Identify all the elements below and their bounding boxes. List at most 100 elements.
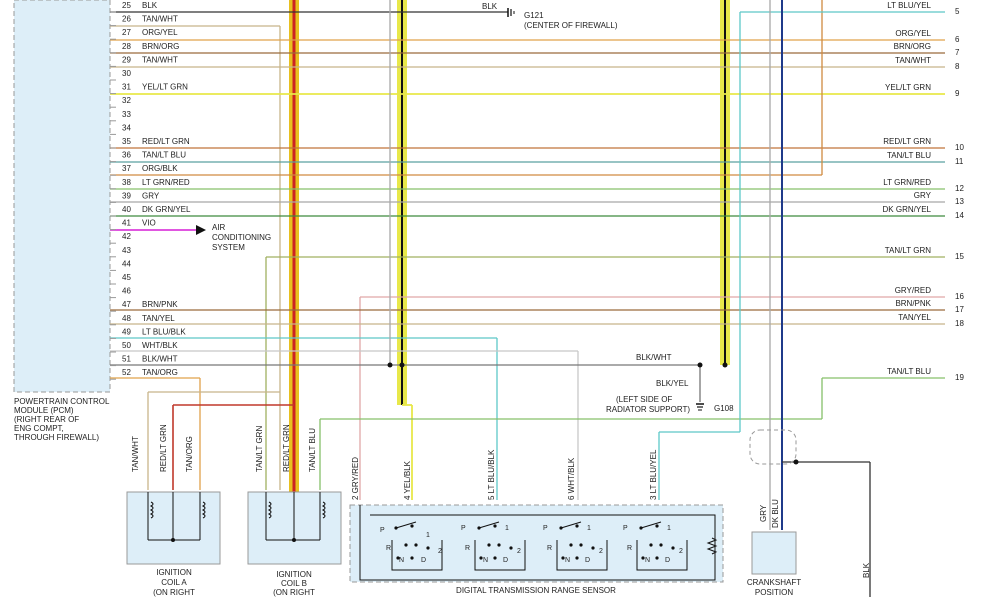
ignition-coil-a: TAN/WHT RED/LT GRN TAN/ORG IGNITION COIL… (126, 424, 221, 597)
pcm-wire-label: LT BLU/BLK (142, 327, 186, 336)
trs-position-label: P (543, 525, 548, 532)
splice-dot (697, 362, 703, 368)
coil-a-name: (ON RIGHT (153, 588, 195, 597)
ac-label-line: AIR (212, 223, 226, 232)
switch-contact-dot (649, 543, 653, 547)
switch-frame (556, 540, 608, 571)
right-wire-label: TAN/WHT (895, 56, 931, 65)
switch-contact-dot (569, 543, 573, 547)
pcm-wire-label: DK GRN/YEL (142, 205, 191, 214)
pcm-pin-number: 34 (122, 123, 131, 132)
pcm-wire-label: YEL/LT GRN (142, 83, 188, 92)
crankshaft-position-sensor: GRY DK BLU CRANKSHAFT POSITION BLK (747, 429, 871, 597)
right-wire-number: 6 (955, 35, 960, 44)
right-wire-number: 18 (955, 319, 964, 328)
pcm-wire-label: GRY (142, 191, 160, 200)
switch-arm (395, 521, 417, 529)
switch-contact-dot (487, 543, 491, 547)
switch-contact-dot (410, 524, 414, 528)
trs-pin-label: 6 WHT/BLK (567, 457, 576, 500)
trs-position-label: 1 (426, 532, 430, 539)
pcm-caption-line: MODULE (PCM) (14, 406, 74, 415)
right-wire-label: YEL/LT GRN (885, 83, 931, 92)
right-wire-label: TAN/YEL (898, 313, 931, 322)
pcm-wire-label: LT GRN/RED (142, 178, 190, 187)
switch-contact-dot (497, 543, 501, 547)
pcm-pin-number: 27 (122, 28, 131, 37)
switch-contact-dot (410, 556, 414, 560)
splice-dot (171, 538, 175, 542)
pcm-pin-number: 45 (122, 273, 131, 282)
switch-contact-dot (493, 524, 497, 528)
right-wire-label: BRN/PNK (895, 299, 931, 308)
right-wire-label: DK GRN/YEL (883, 205, 932, 214)
coil-winding-icon (201, 501, 206, 519)
switch-frame (636, 540, 688, 571)
coil-b-wire-label: TAN/LT GRN (255, 426, 264, 472)
ac-system-label: AIR CONDITIONING SYSTEM (212, 223, 271, 252)
switch-contact-dot (426, 546, 430, 550)
trs-position-label: P (380, 527, 385, 534)
pcm-pin-number: 29 (122, 55, 131, 64)
right-wire-number: 16 (955, 292, 964, 301)
right-wire-number: 13 (955, 197, 964, 206)
trs-position-label: D (585, 557, 590, 564)
switch-arm (560, 521, 582, 529)
pcm-wire-label: BRN/ORG (142, 42, 179, 51)
right-wire-number: 8 (955, 62, 960, 71)
pcm-pin-number: 31 (122, 83, 131, 92)
switch-contact-dot (575, 556, 579, 560)
coil-b-name: (ON RIGHT (273, 588, 315, 597)
right-wire-number: 11 (955, 157, 964, 166)
ckp-wire-label: DK BLU (771, 499, 780, 528)
pcm-pin-number: 35 (122, 137, 131, 146)
ac-label-line: SYSTEM (212, 243, 245, 252)
pcm-caption-line: ENG COMPT, (14, 424, 64, 433)
pcm-pin-number: 33 (122, 110, 131, 119)
trs-position-label: N (483, 557, 488, 564)
g121-label: G121 (524, 11, 544, 20)
right-wire-label: TAN/LT BLU (887, 151, 931, 160)
switch-contact-dot (591, 546, 595, 550)
pcm-pin-number: 40 (122, 205, 131, 214)
right-wire-label: ORG/YEL (895, 29, 931, 38)
switch-contact-dot (671, 546, 675, 550)
g108-wire-label: BLK/YEL (656, 379, 689, 388)
trs-position-label: 2 (599, 548, 603, 555)
trs-position-label: N (399, 557, 404, 564)
trs-position-label: N (565, 557, 570, 564)
trs-position-label: 1 (505, 525, 509, 532)
g108-label: G108 (714, 404, 734, 413)
pcm-pin-number: 49 (122, 327, 131, 336)
pcm-pin-number: 38 (122, 178, 131, 187)
splice-dot (399, 362, 405, 368)
pcm-pin-number: 30 (122, 69, 131, 78)
ckp-name: CRANKSHAFT (747, 578, 801, 587)
right-wire-number: 9 (955, 89, 960, 98)
pcm-wire-label: ORG/BLK (142, 164, 178, 173)
pcm-pin-number: 36 (122, 151, 131, 160)
coil-b-wire-label: TAN/LT BLU (308, 428, 317, 472)
switch-arm (478, 521, 500, 529)
right-wire-number: 14 (955, 211, 964, 220)
splice-dot (793, 459, 799, 465)
pcm-pin-number: 47 (122, 300, 131, 309)
switch-contact-dot (414, 543, 418, 547)
right-wire-label: TAN/LT BLU (887, 367, 931, 376)
g121-location: (CENTER OF FIREWALL) (524, 21, 618, 30)
switch-contact-dot (396, 556, 400, 560)
right-wire-label: LT GRN/RED (883, 178, 931, 187)
splice-dot (387, 362, 393, 368)
pcm-wire-label: WHT/BLK (142, 341, 178, 350)
pcm-wire-label: BLK/WHT (142, 355, 178, 364)
pcm-pin-number: 46 (122, 287, 131, 296)
pcm-pin-number: 37 (122, 164, 131, 173)
trs-pin-label: 2 GRY/RED (351, 457, 360, 500)
coil-b-wire-label: RED/LT GRN (282, 424, 291, 472)
pcm-pin-number: 52 (122, 368, 131, 377)
coil-winding-icon (149, 501, 154, 519)
